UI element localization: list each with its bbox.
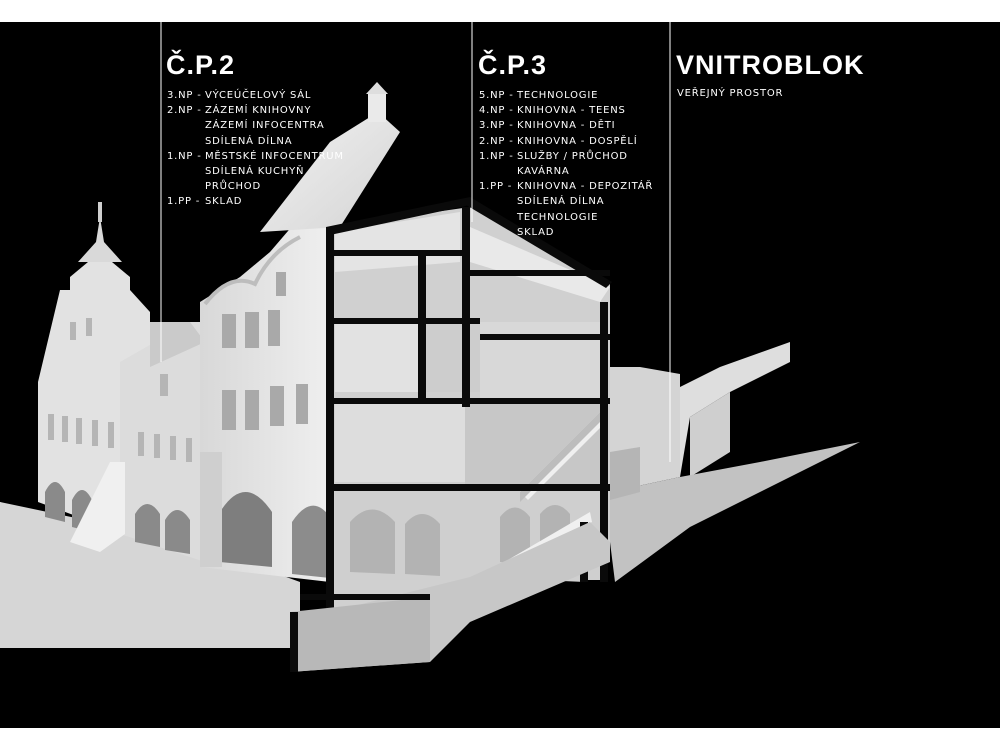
floor-item: 1.NP -MĚSTSKÉ INFOCENTRUM — [167, 150, 344, 162]
floor-item: 1.PP -SKLAD — [167, 196, 243, 208]
town-hall-building — [38, 202, 205, 562]
basement-volume — [290, 522, 610, 672]
cp3-title: Č.P.3 — [478, 50, 548, 80]
section-cut — [326, 197, 612, 612]
floor-item: 2.NP -KNIHOVNA - DOSPĚLÍ — [479, 135, 638, 147]
floor-use-continuation: PRŮCHOD — [205, 181, 261, 193]
cp2-floor-list: 3.NP -VÝCEÚČELOVÝ SÁL 2.NP -ZÁZEMÍ KNIHO… — [167, 88, 344, 210]
cp2-facade — [200, 82, 400, 582]
leader-lines — [160, 22, 671, 462]
floor-item: 1.PP -KNIHOVNA - DEPOZITÁŘ — [479, 181, 654, 193]
vnitroblok-caption: VEŘEJNÝ PROSTOR — [677, 88, 784, 99]
floor-item: 2.NP -ZÁZEMÍ KNIHOVNY — [167, 105, 312, 117]
diagram-canvas: Č.P.2 3.NP -VÝCEÚČELOVÝ SÁL 2.NP -ZÁZEMÍ… — [0, 22, 1000, 728]
floor-item: 4.NP -KNIHOVNA - TEENS — [479, 105, 626, 117]
cp2-title: Č.P.2 — [166, 50, 236, 80]
floor-use-continuation: SKLAD — [517, 226, 555, 238]
floor-use-continuation: KAVÁRNA — [517, 166, 570, 178]
vnitroblok-title: VNITROBLOK — [676, 50, 865, 80]
building-section-render — [0, 82, 860, 672]
floor-use-continuation: ZÁZEMÍ INFOCENTRA — [205, 120, 325, 132]
floor-use-continuation: SDÍLENÁ KUCHYŇ — [205, 166, 305, 178]
cp3-floor-list: 5.NP -TECHNOLOGIE 4.NP -KNIHOVNA - TEENS… — [479, 88, 653, 240]
floor-use-continuation: SDÍLENÁ DÍLNA — [205, 135, 293, 147]
courtyard-volumes — [610, 342, 860, 582]
floor-use-continuation: SDÍLENÁ DÍLNA — [517, 196, 605, 208]
floor-item: 3.NP -VÝCEÚČELOVÝ SÁL — [167, 90, 312, 101]
floor-use-continuation: TECHNOLOGIE — [517, 211, 599, 223]
floor-item: 3.NP -KNIHOVNA - DĚTI — [479, 120, 616, 132]
floor-item: 5.NP -TECHNOLOGIE — [479, 90, 599, 101]
floor-item: 1.NP -SLUŽBY / PRŮCHOD — [479, 150, 628, 162]
